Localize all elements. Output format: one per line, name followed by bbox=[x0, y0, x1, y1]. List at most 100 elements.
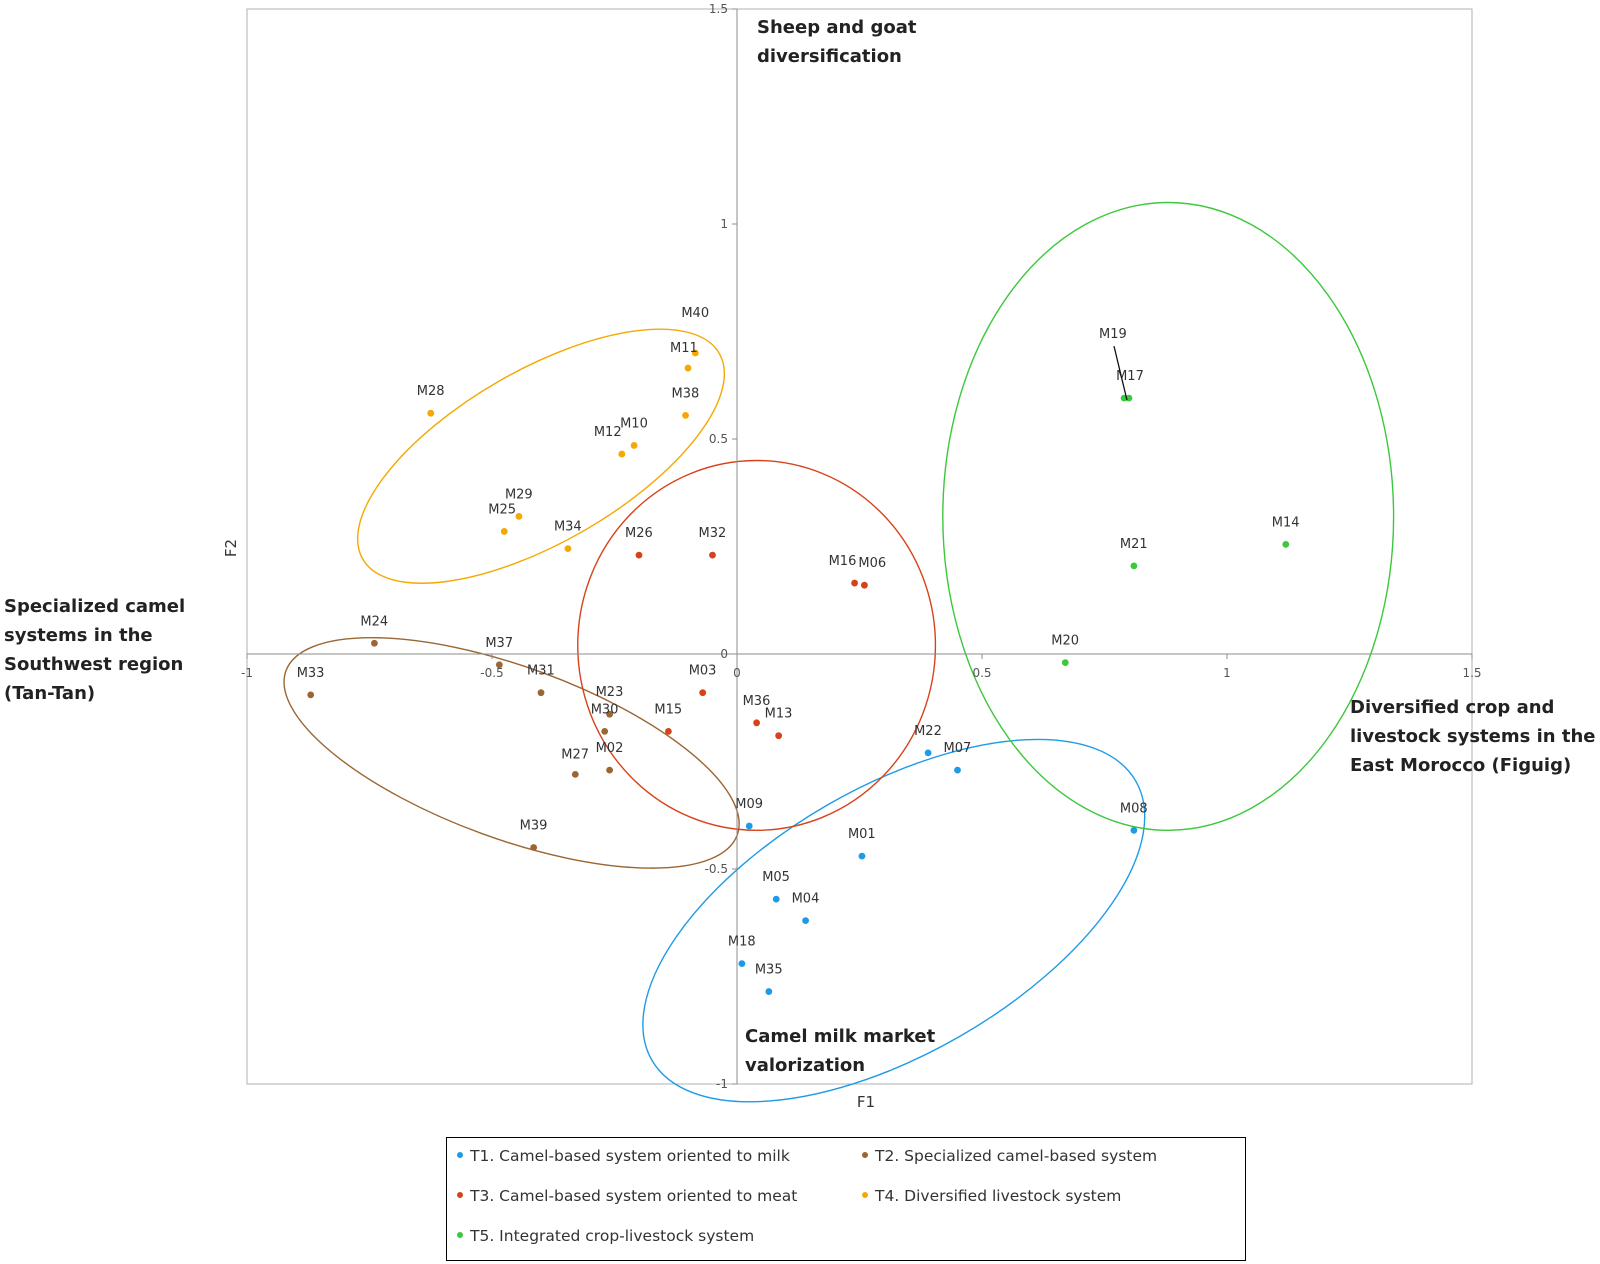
point-label: M06 bbox=[858, 556, 886, 571]
data-point bbox=[699, 689, 707, 697]
data-point bbox=[500, 528, 508, 535]
data-point bbox=[738, 960, 746, 967]
x-tick-label: 0 bbox=[733, 666, 741, 680]
point-label: M18 bbox=[728, 935, 756, 950]
data-point bbox=[635, 551, 643, 559]
point-label: M21 bbox=[1120, 537, 1148, 552]
point-label: M15 bbox=[654, 702, 682, 717]
data-point bbox=[307, 691, 315, 699]
region-label-bottom: Camel milk market valorization bbox=[745, 1026, 936, 1076]
data-point bbox=[858, 852, 866, 860]
legend-marker-t5 bbox=[457, 1231, 463, 1238]
data-point bbox=[515, 513, 523, 520]
point-label: M25 bbox=[488, 502, 516, 517]
point-label: M22 bbox=[914, 724, 942, 739]
region-label-top: Sheep and goat diversification bbox=[757, 17, 917, 67]
cluster-ellipse bbox=[642, 738, 1146, 1103]
data-point bbox=[851, 579, 858, 587]
legend-label-t4: T4. Diversified livestock system bbox=[875, 1187, 1122, 1205]
point-label: M17 bbox=[1116, 369, 1144, 384]
data-point bbox=[606, 710, 613, 718]
data-point bbox=[601, 728, 609, 735]
data-point bbox=[684, 364, 692, 372]
plot-area bbox=[246, 8, 1473, 1085]
data-point bbox=[427, 409, 435, 417]
point-label: M04 bbox=[792, 892, 820, 907]
data-point bbox=[1130, 562, 1138, 570]
point-label: M30 bbox=[591, 702, 619, 717]
point-label: M31 bbox=[527, 664, 555, 679]
point-label: M40 bbox=[681, 306, 709, 321]
point-label: M29 bbox=[505, 487, 533, 502]
data-point bbox=[1130, 826, 1138, 834]
point-label: M02 bbox=[596, 741, 624, 756]
data-point bbox=[709, 551, 716, 559]
y-tick-label: -0.5 bbox=[705, 862, 728, 876]
data-point bbox=[571, 771, 579, 778]
point-label: M20 bbox=[1051, 634, 1079, 649]
data-points bbox=[307, 349, 1290, 995]
data-point bbox=[775, 732, 783, 740]
legend-marker-t3 bbox=[457, 1191, 463, 1198]
data-point bbox=[564, 545, 572, 553]
point-label: M08 bbox=[1120, 801, 1148, 816]
cluster-ellipse bbox=[577, 459, 937, 832]
data-point bbox=[861, 581, 868, 589]
legend-label-t5: T5. Integrated crop-livestock system bbox=[470, 1227, 755, 1245]
point-label: M36 bbox=[743, 694, 771, 709]
data-point bbox=[537, 689, 545, 697]
legend-marker-t4 bbox=[862, 1191, 868, 1198]
data-point bbox=[618, 450, 626, 458]
point-label: M28 bbox=[417, 384, 445, 399]
legend-item-t3: T3. Camel-based system oriented to meat bbox=[457, 1187, 797, 1205]
data-point bbox=[606, 766, 613, 774]
data-point bbox=[954, 766, 961, 774]
x-tick-label: 1.5 bbox=[1462, 666, 1481, 680]
y-tick-label: 1 bbox=[720, 217, 728, 231]
data-point bbox=[691, 349, 699, 357]
region-label-left: Specialized camel systems in the Southwe… bbox=[4, 596, 186, 704]
legend-item-t4: T4. Diversified livestock system bbox=[862, 1187, 1121, 1205]
point-label: M32 bbox=[699, 526, 727, 541]
point-label: M10 bbox=[620, 416, 648, 431]
point-label: M05 bbox=[762, 870, 790, 885]
legend-label-t1: T1. Camel-based system oriented to milk bbox=[470, 1147, 790, 1165]
point-label: M01 bbox=[848, 827, 876, 842]
point-label: M38 bbox=[672, 386, 700, 401]
y-tick-label: 1.5 bbox=[709, 2, 728, 16]
cluster-ellipse bbox=[942, 201, 1395, 832]
point-label: M07 bbox=[944, 741, 972, 756]
data-point bbox=[665, 728, 672, 735]
x-tick-label: -1 bbox=[241, 666, 253, 680]
point-label: M26 bbox=[625, 526, 653, 541]
point-label: M35 bbox=[755, 963, 783, 978]
y-tick-label: -1 bbox=[716, 1077, 728, 1091]
data-point bbox=[924, 749, 932, 757]
point-label: M19 bbox=[1099, 327, 1127, 342]
x-axis-title: F1 bbox=[857, 1093, 875, 1111]
x-tick-label: 0.5 bbox=[972, 666, 991, 680]
m19-leader-line bbox=[1113, 345, 1128, 401]
point-label: M11 bbox=[670, 341, 698, 356]
point-label: M23 bbox=[596, 685, 624, 700]
y-tick-label: 0.5 bbox=[709, 432, 728, 446]
cluster-ellipse bbox=[356, 328, 726, 584]
data-point bbox=[495, 661, 503, 669]
point-label: M27 bbox=[561, 747, 589, 762]
point-label: M33 bbox=[297, 666, 325, 681]
legend: T1. Camel-based system oriented to milk … bbox=[446, 1137, 1246, 1261]
point-label: M09 bbox=[735, 797, 763, 812]
data-point bbox=[1061, 659, 1069, 666]
point-label: M14 bbox=[1272, 515, 1300, 530]
region-label-right: Diversified crop and livestock systems i… bbox=[1350, 697, 1596, 776]
x-tick-label: -0.5 bbox=[480, 666, 503, 680]
point-label: M12 bbox=[594, 425, 622, 440]
data-point bbox=[1282, 540, 1290, 548]
legend-item-t5: T5. Integrated crop-livestock system bbox=[457, 1227, 754, 1245]
data-point bbox=[530, 844, 538, 851]
point-label: M24 bbox=[360, 614, 388, 629]
legend-label-t3: T3. Camel-based system oriented to meat bbox=[470, 1187, 798, 1205]
